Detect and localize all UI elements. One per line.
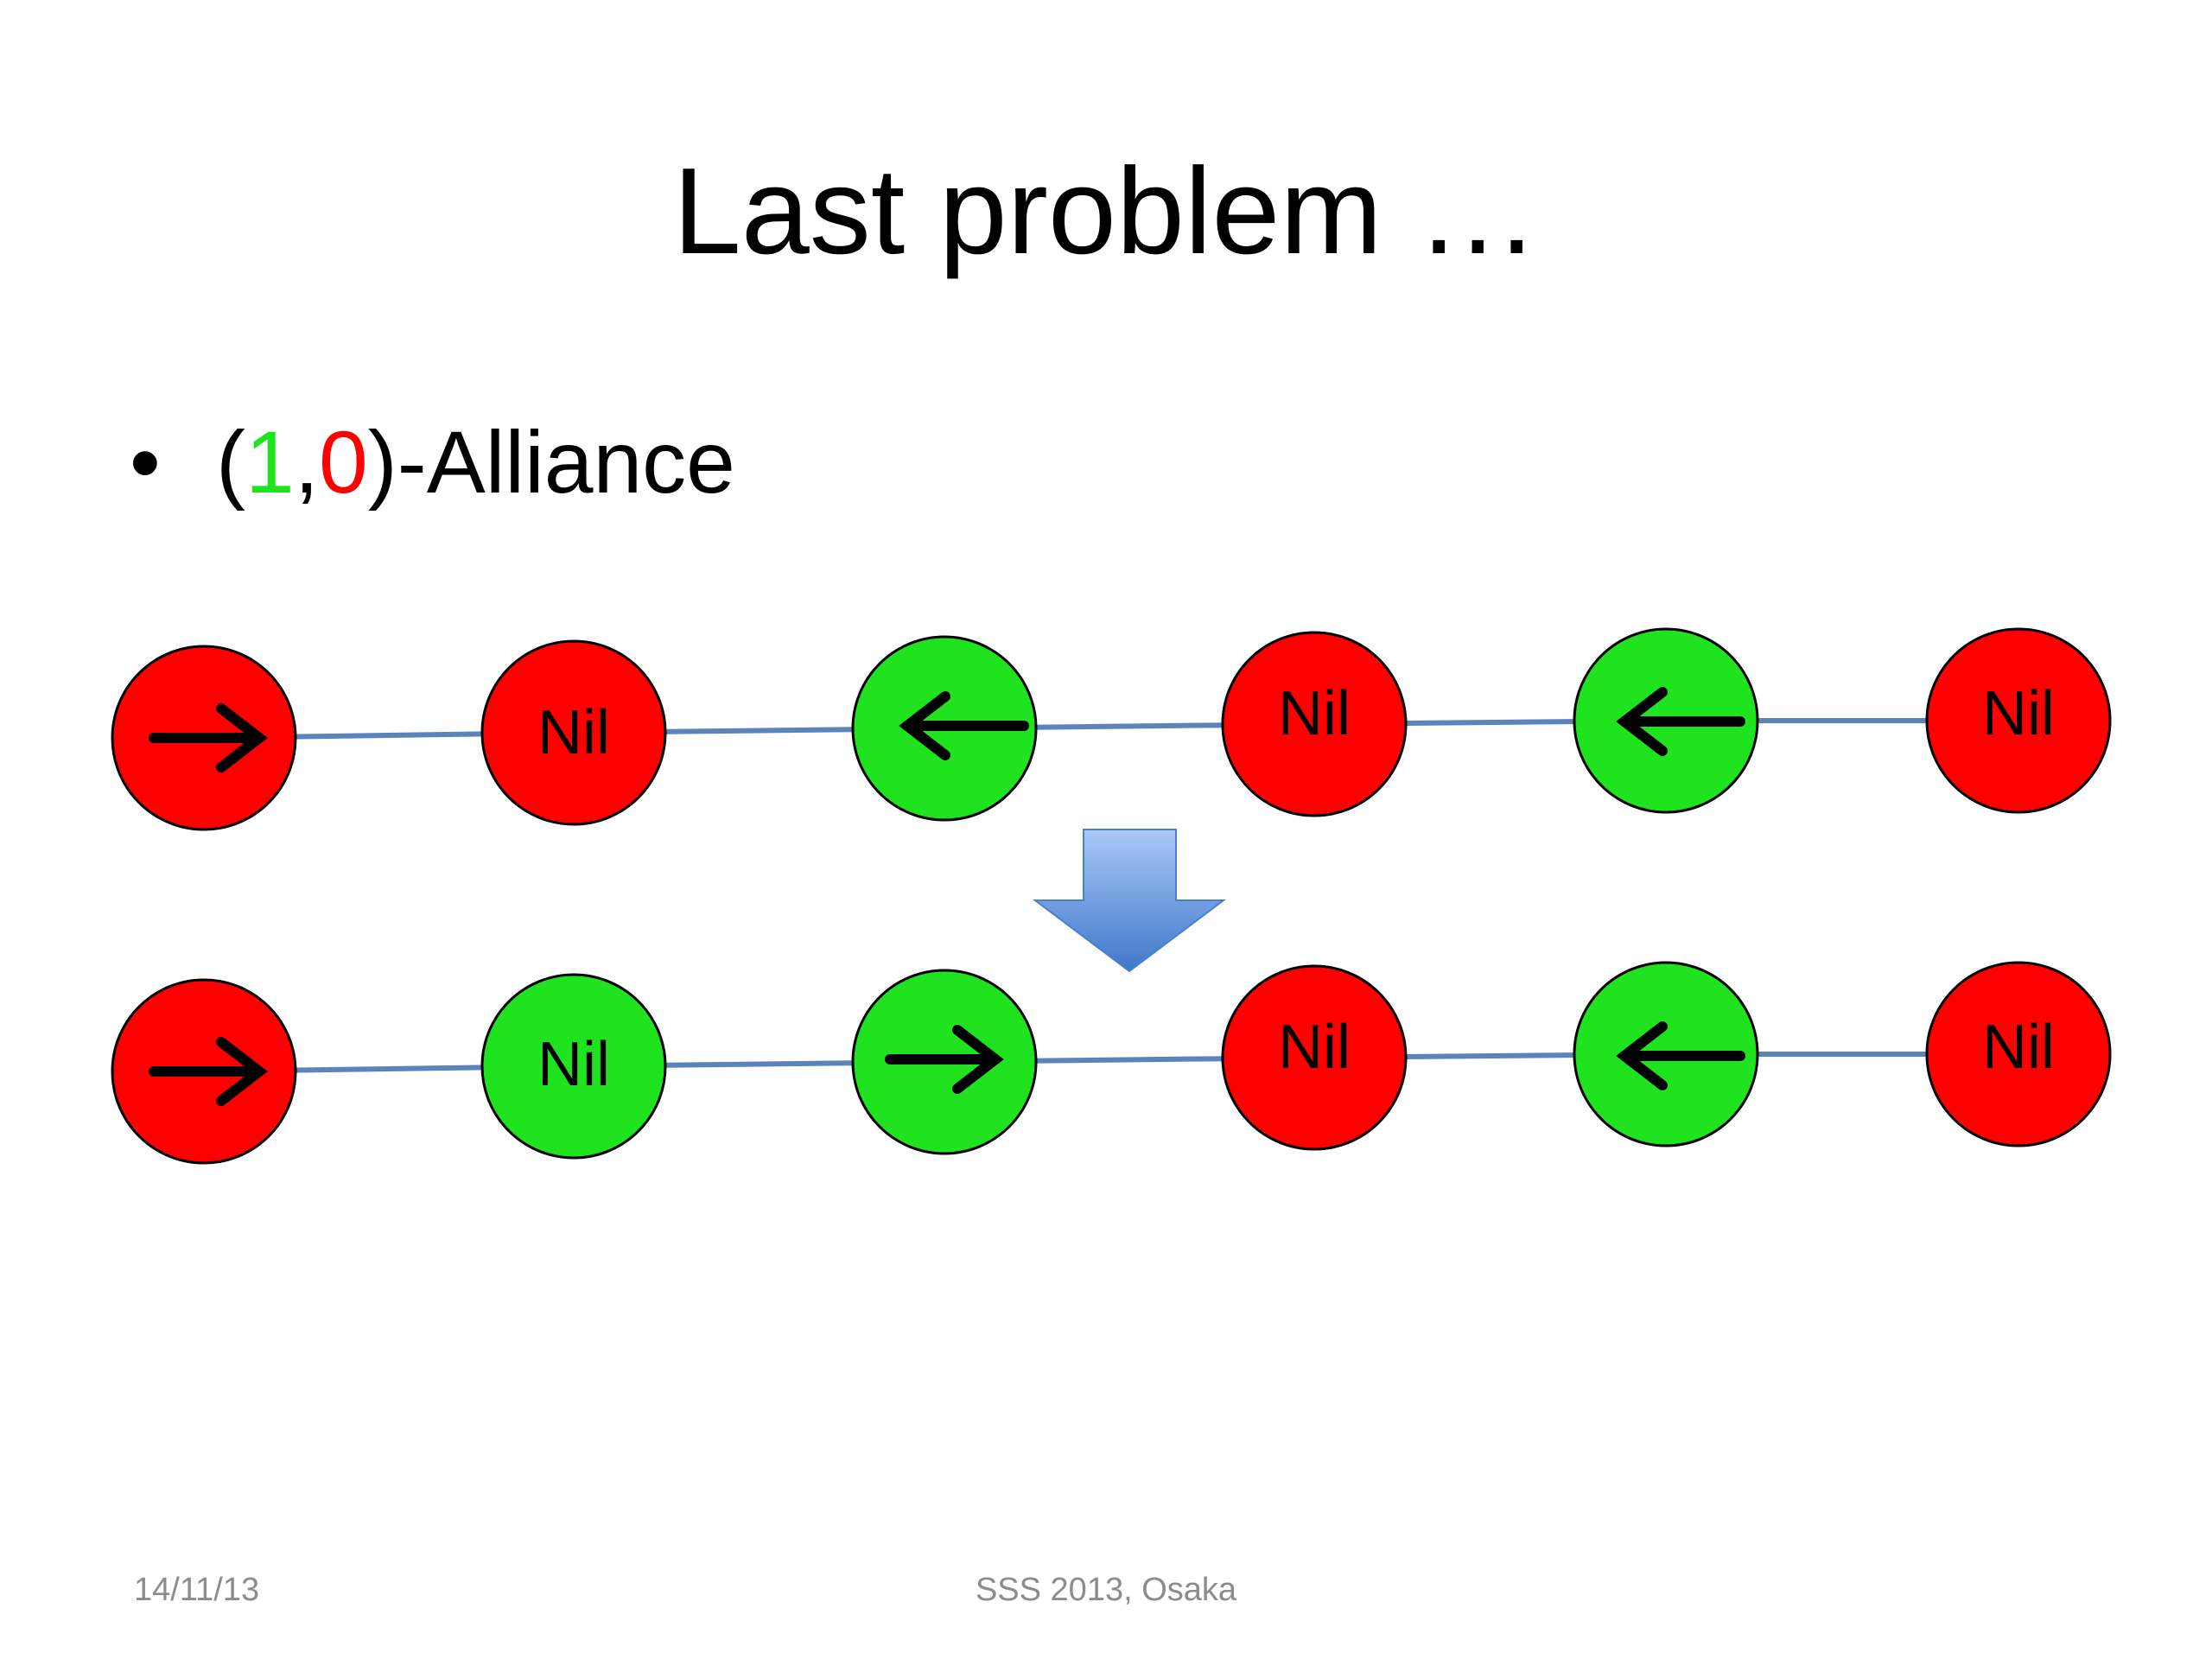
bullet-item: • (1,0)-Alliance	[130, 406, 735, 518]
arrow-left-icon	[1616, 1021, 1745, 1090]
alliance-comma: ,	[294, 413, 320, 512]
node-red-nil: Nil	[1925, 961, 2112, 1147]
node-red-nil: Nil	[1925, 627, 2112, 814]
node-label: Nil	[537, 698, 610, 767]
arrow-left-icon	[899, 691, 1029, 760]
node-label: Nil	[1982, 679, 2055, 748]
bullet-marker: •	[130, 413, 161, 512]
arrow-right-icon	[149, 1037, 268, 1106]
transition-down-arrow-icon	[1033, 829, 1226, 973]
alliance-open-paren: (	[216, 413, 245, 512]
alliance-first-value: 1	[245, 413, 295, 512]
node-red-nil: Nil	[1221, 964, 1408, 1151]
node-green-right	[851, 969, 1038, 1155]
arrow-left-icon	[1616, 687, 1745, 756]
footer-date: 14/11/13	[134, 1572, 260, 1608]
arrow-right-icon	[885, 1025, 1004, 1094]
arrow-right-icon	[149, 703, 268, 772]
alliance-second-value: 0	[319, 413, 368, 512]
footer-conference: SSS 2013, Osaka	[975, 1572, 1237, 1608]
node-label: Nil	[1278, 679, 1351, 748]
node-red-nil: Nil	[480, 639, 667, 826]
node-label: Nil	[1278, 1013, 1351, 1082]
node-red-nil: Nil	[1221, 631, 1408, 817]
node-red-right	[111, 978, 297, 1165]
node-label: Nil	[537, 1030, 610, 1099]
node-green-nil: Nil	[480, 973, 667, 1160]
node-green-left	[1573, 627, 1759, 814]
node-label: Nil	[1982, 1013, 2055, 1082]
alliance-label: )-Alliance	[367, 413, 735, 512]
row-before: Nil Nil Nil	[111, 627, 2112, 831]
node-green-left	[851, 635, 1038, 822]
row-after: Nil Nil Nil	[111, 961, 2112, 1165]
node-green-left	[1573, 961, 1759, 1147]
slide-title: Last problem …	[672, 143, 1540, 280]
node-red-right	[111, 645, 297, 831]
